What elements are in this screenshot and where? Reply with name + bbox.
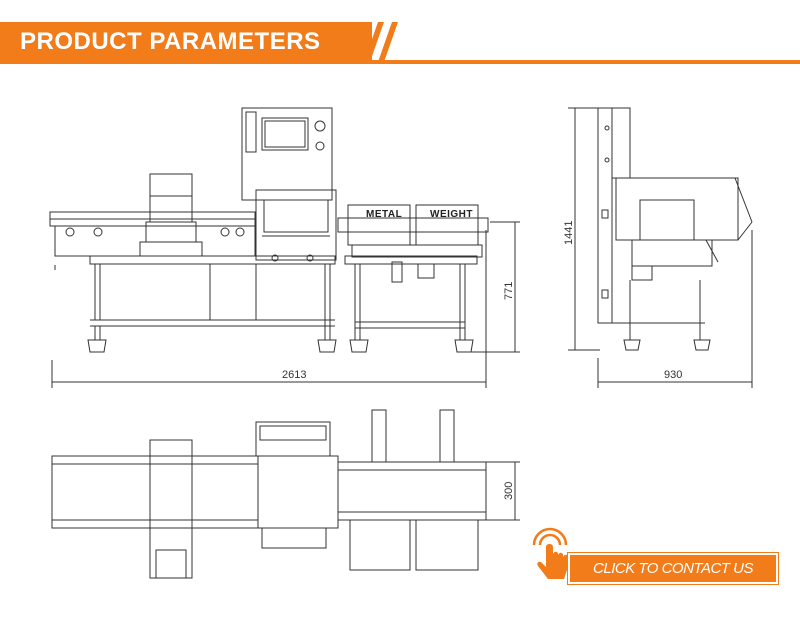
header-slash-decoration [364,22,398,62]
hand-pointer-icon [532,527,568,579]
header-underline [0,60,800,64]
side-view [568,107,753,388]
header-bar: PRODUCT PARAMETERS [0,22,372,62]
section-header: PRODUCT PARAMETERS [0,22,800,64]
front-dimensions [51,221,520,388]
dim-side-height: 1441 [563,221,575,245]
contact-us-label: CLICK TO CONTACT US [593,560,753,577]
contact-us-button[interactable]: CLICK TO CONTACT US [528,527,778,584]
weight-box-label: WEIGHT [430,209,473,220]
metal-box-label: METAL [366,209,402,220]
front-view [49,107,489,353]
dim-front-length: 2613 [282,369,306,381]
header-title: PRODUCT PARAMETERS [20,28,321,55]
contact-us-label-box[interactable]: CLICK TO CONTACT US [568,553,778,584]
dim-front-height: 771 [503,282,515,300]
dim-side-width: 930 [664,369,682,381]
top-view [51,409,520,579]
dim-top-width: 300 [503,482,515,500]
